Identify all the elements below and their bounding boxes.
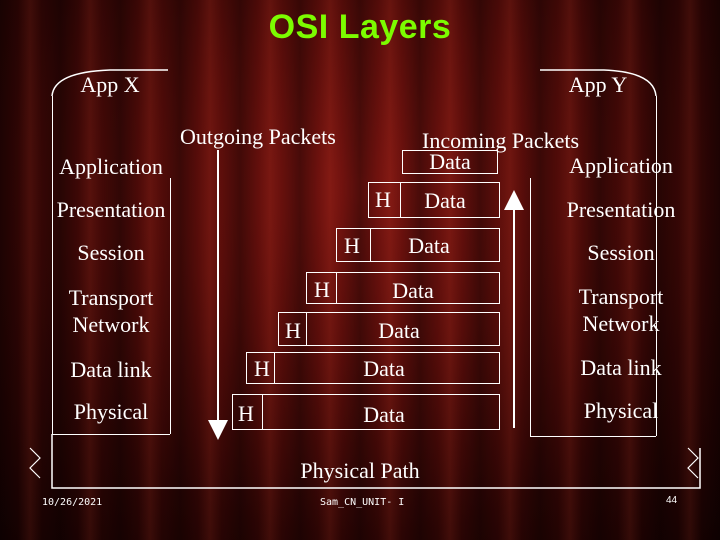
left-layer-data-link: Data link xyxy=(70,357,152,382)
header-label-data-link: H xyxy=(254,356,270,381)
header-divider-data-link xyxy=(274,352,275,384)
header-label-session: H xyxy=(344,233,360,258)
physical-path-line xyxy=(51,434,701,489)
header-divider-presentation xyxy=(400,182,401,218)
left-layer-application: Application xyxy=(59,154,163,179)
data-label-physical: Data xyxy=(363,402,405,427)
physical-path-label: Physical Path xyxy=(300,458,420,483)
footer-date: 10/26/2021 xyxy=(42,497,103,508)
right-layer-physical: Physical xyxy=(583,398,659,423)
right-stack-left-border xyxy=(530,178,531,436)
right-squiggle xyxy=(687,447,699,479)
left-squiggle xyxy=(29,447,41,479)
left-layer-network: Network xyxy=(72,312,150,337)
footer-page-number: 44 xyxy=(666,495,678,506)
header-label-network: H xyxy=(285,318,301,343)
header-label-transport: H xyxy=(314,277,330,302)
app-x-bracket xyxy=(51,69,168,97)
packet-box-transport xyxy=(306,272,500,304)
left-layer-presentation: Presentation xyxy=(56,197,166,222)
header-divider-network xyxy=(306,312,307,346)
incoming-packets-label: Incoming Packets xyxy=(422,128,580,153)
slide-title: OSI Layers xyxy=(268,8,452,46)
header-divider-physical xyxy=(262,394,263,430)
packet-box-application xyxy=(402,150,498,174)
header-label-presentation: H xyxy=(375,187,391,212)
right-layer-data-link: Data link xyxy=(580,355,662,380)
data-label-application: Data xyxy=(429,149,471,174)
left-layer-physical: Physical xyxy=(73,399,149,424)
app-y-bracket xyxy=(540,69,657,97)
packet-box-presentation xyxy=(368,182,500,218)
footer-center: Sam_CN_UNIT- I xyxy=(320,497,405,508)
left-stack-right-border xyxy=(170,178,171,434)
right-layer-application: Application xyxy=(569,153,673,178)
right-stack-bottom xyxy=(530,436,656,437)
right-layer-session: Session xyxy=(587,240,655,265)
data-label-transport: Data xyxy=(392,278,434,303)
outgoing-packets-label: Outgoing Packets xyxy=(180,124,336,149)
data-label-presentation: Data xyxy=(424,188,466,213)
header-divider-session xyxy=(370,228,371,262)
data-label-data-link: Data xyxy=(363,356,405,381)
app-y-label: App Y xyxy=(568,72,628,97)
packet-box-data-link xyxy=(246,352,500,384)
app-x-label: App X xyxy=(80,72,140,97)
left-stack-bottom xyxy=(52,434,170,435)
packet-box-network xyxy=(278,312,500,346)
right-layer-presentation: Presentation xyxy=(566,197,676,222)
left-layer-session: Session xyxy=(77,240,145,265)
right-layer-transport: Transport xyxy=(578,284,664,309)
packet-box-physical xyxy=(232,394,500,430)
left-layer-transport: Transport xyxy=(68,285,154,310)
left-stack-border xyxy=(52,96,53,434)
header-label-physical: H xyxy=(238,401,254,426)
header-divider-transport xyxy=(336,272,337,304)
right-stack-border xyxy=(656,96,657,436)
right-layer-network: Network xyxy=(582,311,660,336)
data-label-session: Data xyxy=(408,233,450,258)
data-label-network: Data xyxy=(378,318,420,343)
packet-box-session xyxy=(336,228,500,262)
